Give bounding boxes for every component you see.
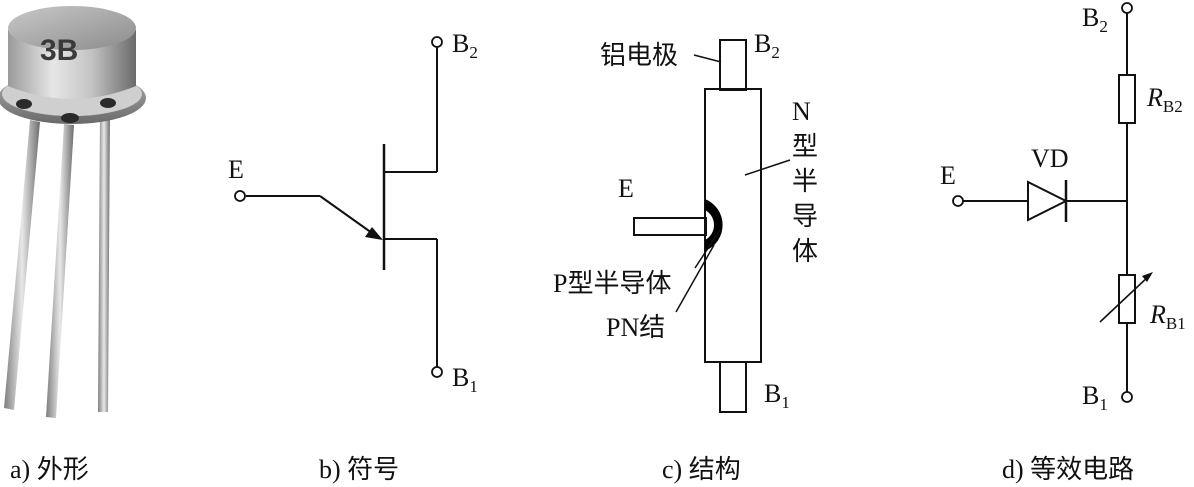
variable-arrow: [1142, 272, 1153, 282]
caption-c: c) 结构: [662, 455, 741, 484]
structure-label-b2: B2: [754, 29, 780, 62]
label-electrode: 铝电极: [600, 41, 678, 70]
electrode-bottom: [719, 361, 747, 413]
circuit-label-b1: B1: [1082, 381, 1108, 414]
label-n-type-3: 半: [792, 167, 818, 196]
symbol-label-e: E: [228, 155, 244, 184]
leg-left: [4, 120, 40, 410]
can-top: [8, 6, 136, 50]
symbol-terminal-e: [234, 190, 246, 202]
structure-label-e: E: [618, 174, 634, 203]
resistor-rb2: [1118, 74, 1136, 124]
caption-a: a) 外形: [10, 455, 89, 484]
ujt-structure: 铝电极 B2 B1 E N 型 半 导 体 P型半导体 PN结: [553, 29, 818, 413]
circuit-label-vd: VD: [1031, 144, 1069, 173]
label-pn-junction: PN结: [606, 313, 665, 342]
label-n-type-2: 型: [792, 132, 818, 161]
circuit-label-rb1: RB1: [1149, 300, 1186, 333]
label-n-type-1: N: [792, 97, 811, 126]
can-body: [8, 30, 136, 99]
ujt-symbol: E B2 B1: [228, 29, 478, 396]
diode-vd: [1027, 180, 1069, 222]
n-type-bar: [704, 88, 762, 363]
caption-d: d) 等效电路: [1002, 455, 1134, 484]
label-p-type: P型半导体: [553, 269, 671, 298]
caption-b: b) 符号: [319, 455, 399, 484]
electrode-top: [719, 39, 747, 91]
circuit-terminal-e: [952, 195, 964, 207]
circuit-terminal-b1: [1121, 391, 1133, 403]
emitter-lead: [633, 217, 707, 236]
leg-right: [98, 110, 110, 412]
circuit-label-e: E: [940, 161, 956, 190]
transistor-photo: 3B: [0, 6, 146, 418]
structure-label-b1: B1: [764, 379, 790, 412]
label-n-type-5: 体: [792, 237, 818, 266]
circuit-label-rb2: RB2: [1146, 83, 1183, 116]
symbol-terminal-b1: [431, 366, 443, 378]
emitter-arrow: [365, 227, 383, 240]
resistor-rb1: [1118, 274, 1136, 324]
leg-middle: [46, 124, 74, 418]
can-marking: 3B: [40, 34, 78, 67]
ujt-equivalent-circuit: B2 B1 E VD RB2 RB1: [940, 2, 1186, 414]
circuit-label-b2: B2: [1082, 3, 1108, 36]
symbol-terminal-b2: [431, 36, 443, 48]
circuit-terminal-b2: [1121, 2, 1133, 14]
symbol-label-b2: B2: [452, 29, 478, 62]
symbol-label-b1: B1: [452, 363, 478, 396]
p-type-region: [705, 199, 723, 251]
label-n-type-4: 导: [792, 202, 818, 231]
